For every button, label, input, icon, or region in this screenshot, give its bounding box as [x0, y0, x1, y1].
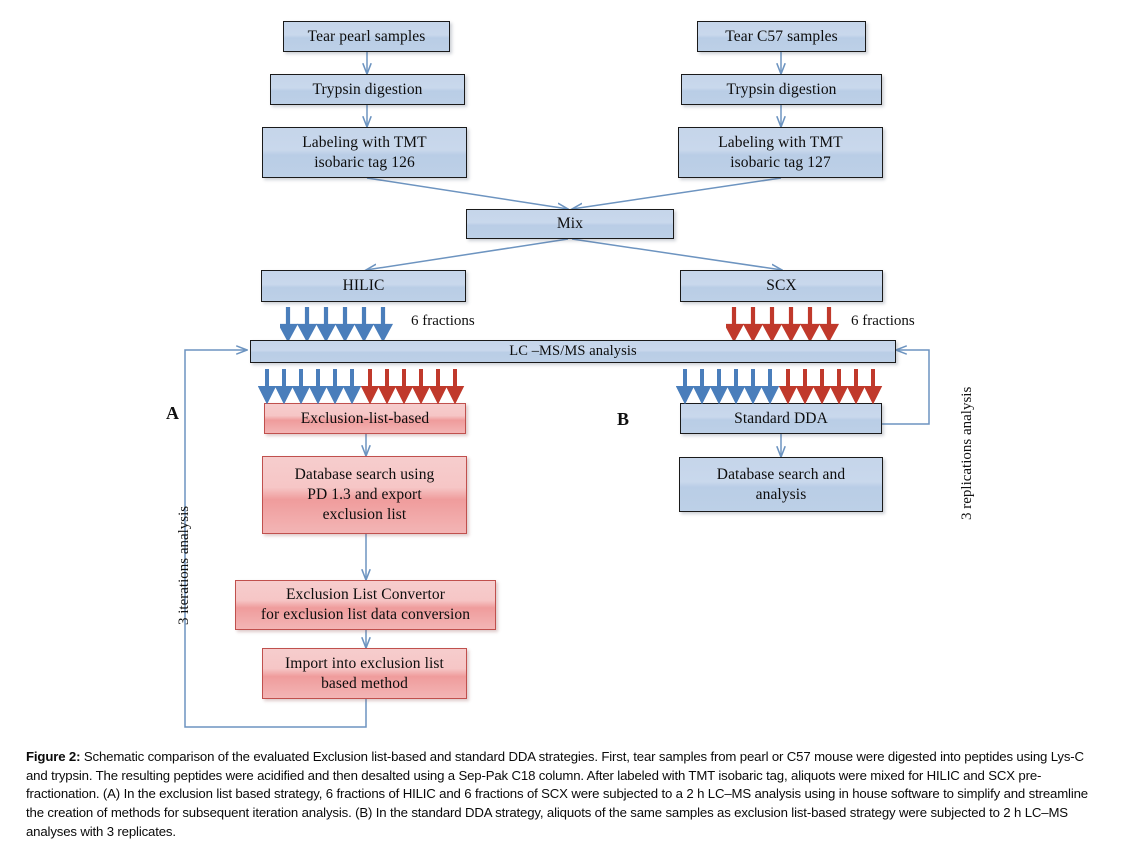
flowchart-diagram: Tear pearl samples Trypsin digestion Lab…: [166, 21, 975, 728]
node-tear-pearl-samples[interactable]: Tear pearl samples: [283, 21, 450, 52]
node-label: Database search using PD 1.3 and export …: [294, 466, 435, 523]
node-lc-msms-analysis[interactable]: LC –MS/MS analysis: [250, 340, 896, 363]
node-label: Tear C57 samples: [725, 27, 838, 45]
node-label: Database search and analysis: [716, 465, 846, 503]
label-iterations-analysis: 3 iterations analysis: [176, 505, 192, 625]
node-label: Mix: [556, 215, 584, 233]
node-scx[interactable]: SCX: [680, 270, 883, 302]
node-labeling-tmt-126[interactable]: Labeling with TMT isobaric tag 126: [262, 127, 467, 178]
label-replications-analysis: 3 replications analysis: [959, 386, 975, 520]
node-trypsin-digestion-left[interactable]: Trypsin digestion: [270, 74, 465, 105]
node-trypsin-digestion-right[interactable]: Trypsin digestion: [681, 74, 882, 105]
connector-lines: [184, 52, 930, 728]
figure-caption: Figure 2: Schematic comparison of the ev…: [26, 748, 1104, 842]
node-import-into-exclusion-list[interactable]: Import into exclusion list based method: [262, 648, 467, 699]
node-label: Exclusion-list-based: [300, 409, 430, 427]
node-label: Standard DDA: [734, 409, 828, 427]
panel-label-a: A: [166, 403, 179, 423]
node-exclusion-list-based[interactable]: Exclusion-list-based: [264, 403, 466, 434]
arrow-group-right-branch: [676, 368, 888, 404]
node-label: Exclusion List Convertor for exclusion l…: [260, 586, 471, 623]
node-label: Trypsin digestion: [726, 80, 837, 98]
node-tear-c57-samples[interactable]: Tear C57 samples: [697, 21, 866, 52]
node-label: HILIC: [342, 277, 385, 295]
node-labeling-tmt-127[interactable]: Labeling with TMT isobaric tag 127: [678, 127, 883, 178]
node-database-search-and-analysis[interactable]: Database search and analysis: [679, 457, 883, 512]
node-hilic[interactable]: HILIC: [261, 270, 466, 302]
down-arrow-icon-set-mixed-right: [676, 369, 883, 404]
node-label: LC –MS/MS analysis: [509, 343, 637, 360]
node-label: Import into exclusion list based method: [285, 654, 444, 692]
panel-label-b: B: [617, 409, 630, 429]
node-label: Trypsin digestion: [312, 80, 423, 98]
node-label: Tear pearl samples: [307, 27, 426, 45]
down-arrow-icon-set-blue: [280, 307, 394, 340]
arrow-group-hilic-fractions: [280, 306, 400, 340]
node-label: Labeling with TMT isobaric tag 126: [302, 133, 427, 171]
node-label: Labeling with TMT isobaric tag 127: [718, 133, 843, 171]
figure-number-label: Figure 2:: [26, 749, 81, 764]
arrow-group-scx-fractions: [726, 306, 846, 340]
down-arrow-icon-set-red: [726, 307, 840, 340]
down-arrow-icon-set-mixed-left: [258, 369, 465, 404]
node-mix[interactable]: Mix: [466, 209, 674, 239]
node-standard-dda[interactable]: Standard DDA: [680, 403, 882, 434]
node-exclusion-list-convertor[interactable]: Exclusion List Convertor for exclusion l…: [235, 580, 496, 630]
arrow-group-left-branch: [258, 368, 470, 404]
node-label: SCX: [766, 277, 797, 295]
label-fractions-right: 6 fractions: [851, 313, 915, 329]
label-fractions-left: 6 fractions: [411, 313, 475, 329]
figure-caption-text: Schematic comparison of the evaluated Ex…: [26, 749, 1088, 839]
node-database-search-pd[interactable]: Database search using PD 1.3 and export …: [262, 456, 467, 534]
